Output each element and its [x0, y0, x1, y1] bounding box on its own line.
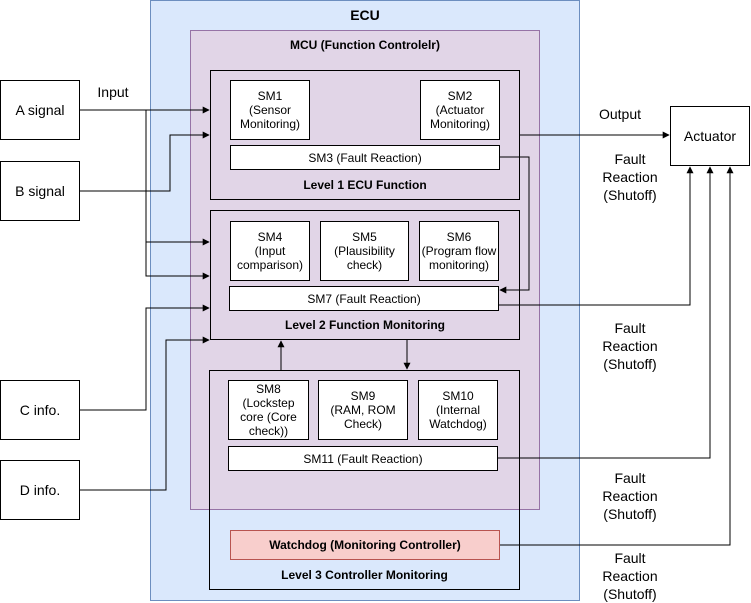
- sm6-desc-1: (Program flow: [421, 244, 497, 258]
- actuator-box: Actuator: [670, 106, 750, 166]
- b-signal-box: B signal: [0, 161, 80, 221]
- sm7-box: SM7 (Fault Reaction): [229, 286, 499, 311]
- sm8-name: SM8: [256, 382, 281, 396]
- ecu-title: ECU: [350, 7, 380, 23]
- sm10-desc-2: Watchdog): [429, 417, 487, 431]
- sm11-box: SM11 (Fault Reaction): [228, 446, 498, 471]
- sm4-desc-2: comparison): [236, 258, 304, 272]
- sm8-desc-3: check)): [248, 424, 289, 438]
- mcu-title: MCU (Function Controlelr): [290, 38, 440, 52]
- sm10-desc-1: (Internal: [435, 403, 481, 417]
- sm5-desc-2: check): [346, 258, 383, 272]
- sm4-name: SM4: [257, 230, 283, 244]
- sm8-desc-2: core (Core: [240, 410, 297, 424]
- sm1-name: SM1: [257, 89, 283, 103]
- sm2-name: SM2: [447, 89, 473, 103]
- sm1-desc-1: (Sensor: [248, 103, 292, 117]
- level2-title: Level 2 Function Monitoring: [285, 318, 445, 332]
- a-signal-box: A signal: [0, 80, 80, 140]
- sm9-name: SM9: [350, 389, 376, 403]
- sm3-box: SM3 (Fault Reaction): [230, 145, 500, 170]
- sm1-desc-2: Monitoring): [239, 117, 301, 131]
- c-info-box: C info.: [0, 380, 80, 440]
- input-label: Input: [97, 84, 129, 100]
- watchdog-box: Watchdog (Monitoring Controller): [230, 530, 500, 560]
- sm5-desc-1: (Plausibility: [334, 244, 395, 258]
- level1-box: [210, 70, 520, 200]
- level1-title: Level 1 ECU Function: [303, 178, 427, 192]
- output-label: Output: [598, 106, 642, 122]
- sm4-desc-1: (Input: [254, 244, 286, 258]
- sm9-desc-1: (RAM, ROM: [330, 403, 396, 417]
- sm10-name: SM10: [442, 389, 474, 403]
- sm6-desc-2: monitoring): [428, 258, 490, 272]
- d-info-box: D info.: [0, 460, 80, 520]
- sm2-desc-1: (Actuator: [435, 103, 485, 117]
- sm5-name: SM5: [352, 230, 377, 244]
- sm8-desc-1: (Lockstep: [242, 396, 295, 410]
- sm9-desc-2: Check): [343, 417, 382, 431]
- level3-title: Level 3 Controller Monitoring: [281, 568, 448, 582]
- sm6-name: SM6: [446, 230, 472, 244]
- sm2-desc-2: Monitoring): [429, 117, 491, 131]
